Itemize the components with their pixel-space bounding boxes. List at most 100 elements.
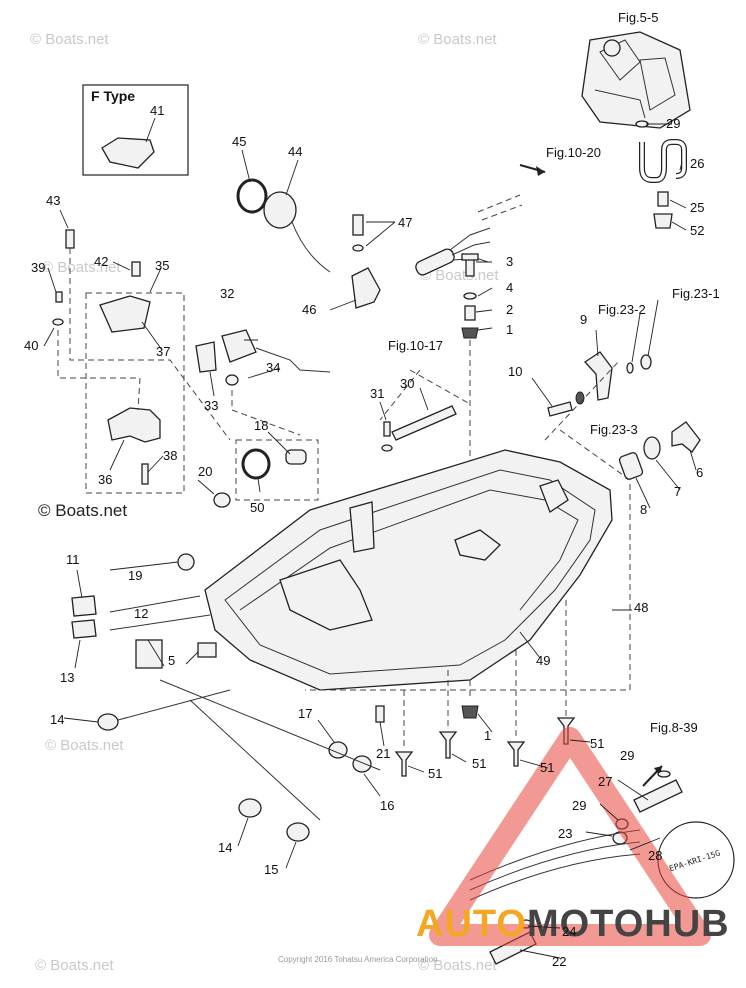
part-number-41: 41: [150, 103, 164, 118]
part-number-24: 24: [562, 924, 576, 939]
lower-cover-rim: [224, 469, 596, 675]
fig-ref-23-1: Fig.23-1: [672, 286, 720, 301]
outline-48: [305, 429, 631, 691]
lower-cover-bracket: [279, 559, 373, 631]
guide-46: [351, 267, 381, 309]
plate-33: [195, 341, 217, 373]
part-number-1: 1: [506, 322, 513, 337]
lower-cover-mount: [454, 529, 501, 561]
watermark: © Boats.net: [418, 31, 497, 48]
part-number-44: 44: [288, 144, 302, 159]
harness-group: Fig.10-20: [415, 145, 601, 276]
brand-text-motohub: MOTOHUB: [527, 903, 730, 945]
leader-lines: [43, 123, 697, 959]
cable-44: [291, 221, 331, 273]
watermark: © Boats.net: [35, 957, 114, 974]
part-number-45: 45: [232, 134, 246, 149]
part-number-36: 36: [98, 472, 112, 487]
watermark-main: © Boats.net: [38, 501, 127, 520]
bolt-guide-lines: [403, 600, 567, 750]
switch-32: [221, 329, 257, 363]
fig-ref-10-17: Fig.10-17: [388, 338, 443, 353]
dashed-box-18: [235, 439, 319, 501]
fig-ref-8-39: Fig.8-39: [650, 720, 698, 735]
part-numbers: 45 44 43 42 35 39 40 37 36 38 32 33 34 4…: [24, 116, 720, 969]
fig-ref-10-20: Fig.10-20: [546, 145, 601, 160]
part-number-51: 51: [428, 766, 442, 781]
bolt-51b: [438, 731, 458, 759]
part-number-17: 17: [298, 706, 312, 721]
guide-line-9: [544, 359, 621, 441]
part-number-16: 16: [380, 798, 394, 813]
washer-23-2: [626, 362, 634, 374]
part-number-38: 38: [163, 448, 177, 463]
pad-37: [99, 295, 151, 333]
part-number-37: 37: [156, 344, 170, 359]
part-number-10: 10: [508, 364, 522, 379]
cap-14a: [97, 713, 119, 731]
part-number-12: 12: [134, 606, 148, 621]
small-parts-group: [71, 595, 381, 842]
fig-ref-23-2: Fig.23-2: [598, 302, 646, 317]
seal-group: [177, 439, 319, 571]
guide-line-43: [69, 248, 231, 441]
part-number-39: 39: [31, 260, 45, 275]
lever-6: [671, 421, 701, 453]
grommet-group: [236, 178, 381, 309]
washer-47: [352, 244, 364, 252]
part-number-50: 50: [250, 500, 264, 515]
watermark: © Boats.net: [418, 957, 497, 974]
clip-29b: [657, 770, 671, 778]
part-number-52: 52: [690, 223, 704, 238]
cap-14b: [238, 798, 262, 818]
bolt-21: [375, 705, 385, 723]
watermark: © Boats.net: [30, 31, 109, 48]
part-number-35: 35: [155, 258, 169, 273]
grommet-16: [352, 755, 372, 773]
nut-34: [225, 374, 239, 386]
leader-lines-left: [109, 595, 231, 721]
copyright-text: Copyright 2016 Tohatsu America Corporati…: [278, 955, 438, 964]
grommet-44: [263, 191, 297, 229]
engine-flywheel: [603, 39, 621, 57]
leader-lines-bottom: [159, 679, 381, 821]
brand-text-auto: AUTO: [416, 903, 527, 945]
rod-group: Fig.10-17: [379, 338, 471, 452]
part-number-9: 9: [580, 312, 587, 327]
f-type-inset: F Type 41: [82, 84, 189, 176]
part-number-25: 25: [690, 200, 704, 215]
part-number-22: 22: [552, 954, 566, 969]
watermark: © Boats.net: [42, 259, 121, 276]
part-number-28: 28: [648, 848, 662, 863]
part-number-32: 32: [220, 286, 234, 301]
watermark: © Boats.net: [45, 737, 124, 754]
part-number-20: 20: [198, 464, 212, 479]
part-number-5: 5: [168, 653, 175, 668]
part-number-34: 34: [266, 360, 280, 375]
seal-50: [241, 448, 271, 480]
arrowhead-10-20: [536, 166, 545, 176]
grommet-52: [653, 213, 673, 229]
part-leader-lines: [43, 123, 697, 959]
part-number-27: 27: [598, 774, 612, 789]
cap-15: [286, 822, 310, 842]
watermark-layer: © Boats.net © Boats.net © Boats.net © Bo…: [30, 31, 499, 974]
lower-cover-latch: [539, 479, 569, 513]
washer-40: [52, 318, 64, 326]
clip-11: [71, 595, 97, 617]
washer-23-1: [640, 354, 652, 370]
part-number-49: 49: [536, 653, 550, 668]
guide-line-40: [57, 330, 141, 411]
washer-4: [463, 292, 477, 300]
screw-42: [131, 261, 141, 277]
part-number-30: 30: [400, 376, 414, 391]
brand-watermark: AUTOMOTOHUB: [416, 727, 730, 946]
part-number-4: 4: [506, 280, 513, 295]
part-number-43: 43: [46, 193, 60, 208]
hose-26-inner: [640, 140, 686, 182]
part-number-8: 8: [640, 502, 647, 517]
part-number-51: 51: [590, 736, 604, 751]
part-number-51: 51: [472, 756, 486, 771]
bolt-3: [465, 257, 475, 277]
block-5: [197, 642, 217, 658]
